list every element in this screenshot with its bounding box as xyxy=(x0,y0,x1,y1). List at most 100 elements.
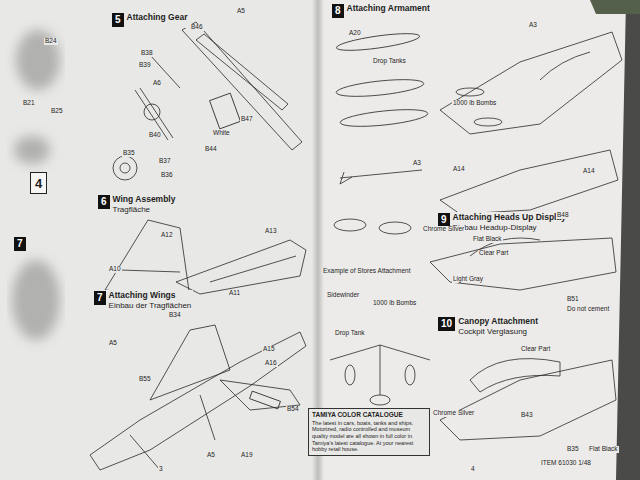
step-subtitle: Cockpit Verglasung xyxy=(458,327,538,336)
part-number: B46 xyxy=(190,24,204,31)
step-title-group: Wing AssemblyTragfläche xyxy=(113,195,176,214)
wing-drawing xyxy=(210,256,296,282)
step-number: 6 xyxy=(98,195,110,209)
step-header: 7Attaching WingsEinbau der Tragflächen xyxy=(92,290,193,311)
step-number: 5 xyxy=(112,13,124,27)
paper xyxy=(0,0,318,480)
part-number: A19 xyxy=(240,452,254,459)
part-number: A6 xyxy=(152,80,162,87)
box-heading: TAMIYA COLOR CATALOGUE xyxy=(312,411,426,419)
stores-drawing xyxy=(379,222,411,234)
callout-label: Do not cement xyxy=(566,306,610,313)
part-number: B44 xyxy=(204,146,218,153)
wing-drawing xyxy=(105,220,306,298)
stores-drawing xyxy=(405,365,415,385)
part-number: A5 xyxy=(206,452,216,459)
callout-label: Drop Tanks xyxy=(372,58,407,65)
part-number: B55 xyxy=(138,376,152,383)
callout-label: 1000 lb Bombs xyxy=(452,100,497,107)
nose-drawing xyxy=(470,359,560,392)
step-header: 8Attaching Armament xyxy=(330,3,432,19)
wing-drawing xyxy=(120,270,180,272)
gear-drawing xyxy=(150,55,180,88)
stores-drawing xyxy=(340,106,429,129)
part-number: B54 xyxy=(286,406,300,413)
step-title: Attaching Heads Up Display xyxy=(453,213,566,223)
part-number: A5 xyxy=(236,8,246,15)
callout-label: 3 xyxy=(158,466,164,473)
aircraft-drawing xyxy=(250,391,281,409)
paper xyxy=(590,0,640,14)
nose-drawing xyxy=(474,118,502,126)
box-body: The latest in cars, boats, tanks and shi… xyxy=(312,420,426,453)
nose-drawing xyxy=(440,32,622,134)
gear-drawing xyxy=(113,156,137,180)
step-title-group: Attaching Heads Up DisplayEinbau Headup-… xyxy=(453,213,566,232)
callout-label: 1000 lb Bombs xyxy=(372,300,417,307)
nose-drawing xyxy=(440,150,618,214)
step-title: Attaching Armament xyxy=(347,4,430,14)
part-number: B35 xyxy=(566,446,580,453)
stores-drawing xyxy=(330,345,430,395)
callout-label: ITEM 61030 1/48 xyxy=(540,460,592,467)
part-number: A3 xyxy=(412,160,422,167)
part-number: A16 xyxy=(264,360,278,367)
step-title: Attaching Wings xyxy=(109,291,192,301)
nose-drawing xyxy=(456,88,484,96)
part-number: B40 xyxy=(148,132,162,139)
callout-label: White xyxy=(212,130,231,137)
callout-label: Chrome Silver xyxy=(432,410,475,417)
step-header: 6Wing AssemblyTragfläche xyxy=(96,194,177,215)
part-number: B47 xyxy=(240,116,254,123)
smudge xyxy=(12,260,60,340)
step-number: 7 xyxy=(14,237,26,251)
page-number: 4 xyxy=(35,176,42,191)
step-title-group: Attaching WingsEinbau der Tragflächen xyxy=(109,291,192,310)
gear-drawing xyxy=(196,34,288,110)
gear-drawing xyxy=(210,93,241,129)
part-number: B48 xyxy=(556,212,570,219)
callout-label: Example of Stores Attachment xyxy=(322,268,411,275)
gear-drawing xyxy=(182,22,302,150)
gear-drawing xyxy=(135,90,168,140)
part-number: B43 xyxy=(520,412,534,419)
gear-drawing xyxy=(113,22,302,180)
step-header: 7 xyxy=(12,236,28,252)
part-number: B38 xyxy=(140,50,154,57)
step-title: Attaching Gear xyxy=(127,13,188,23)
aircraft-drawing xyxy=(130,435,160,470)
callout-label: Drop Tank xyxy=(334,330,366,337)
nose-drawing xyxy=(430,32,622,440)
aircraft-drawing xyxy=(150,325,230,400)
nose-drawing xyxy=(540,52,590,80)
aircraft-drawing xyxy=(90,332,306,470)
nose-drawing xyxy=(430,238,616,290)
nose-drawing xyxy=(440,360,616,440)
callout-label: Flat Black xyxy=(472,236,503,243)
part-number: B37 xyxy=(158,158,172,165)
gear-drawing xyxy=(144,104,160,120)
callout-label: Chrome Silver xyxy=(422,226,465,233)
callout-label: Sidewinder xyxy=(326,292,360,299)
step-header: 10Canopy AttachmentCockpit Verglasung xyxy=(436,316,540,337)
stores-drawing xyxy=(334,219,366,231)
stores-drawing xyxy=(336,30,421,54)
smudge xyxy=(14,136,50,164)
part-number: A20 xyxy=(348,30,362,37)
part-number: B24 xyxy=(44,38,58,45)
part-number: B36 xyxy=(160,172,174,179)
stores-drawing xyxy=(340,170,422,178)
part-number: A12 xyxy=(160,232,174,239)
callout-label: Flat Black xyxy=(588,446,619,453)
step-title: Wing Assembly xyxy=(113,195,176,205)
stores-drawing xyxy=(370,395,390,405)
callout-label: 4 xyxy=(470,466,476,473)
part-number: A10 xyxy=(108,266,122,273)
step-subtitle: Einbau der Tragflächen xyxy=(109,301,192,310)
step-subtitle: Tragfläche xyxy=(113,205,176,214)
part-number: B21 xyxy=(22,100,36,107)
step-title: Canopy Attachment xyxy=(458,317,538,327)
step-number: 9 xyxy=(438,213,450,227)
